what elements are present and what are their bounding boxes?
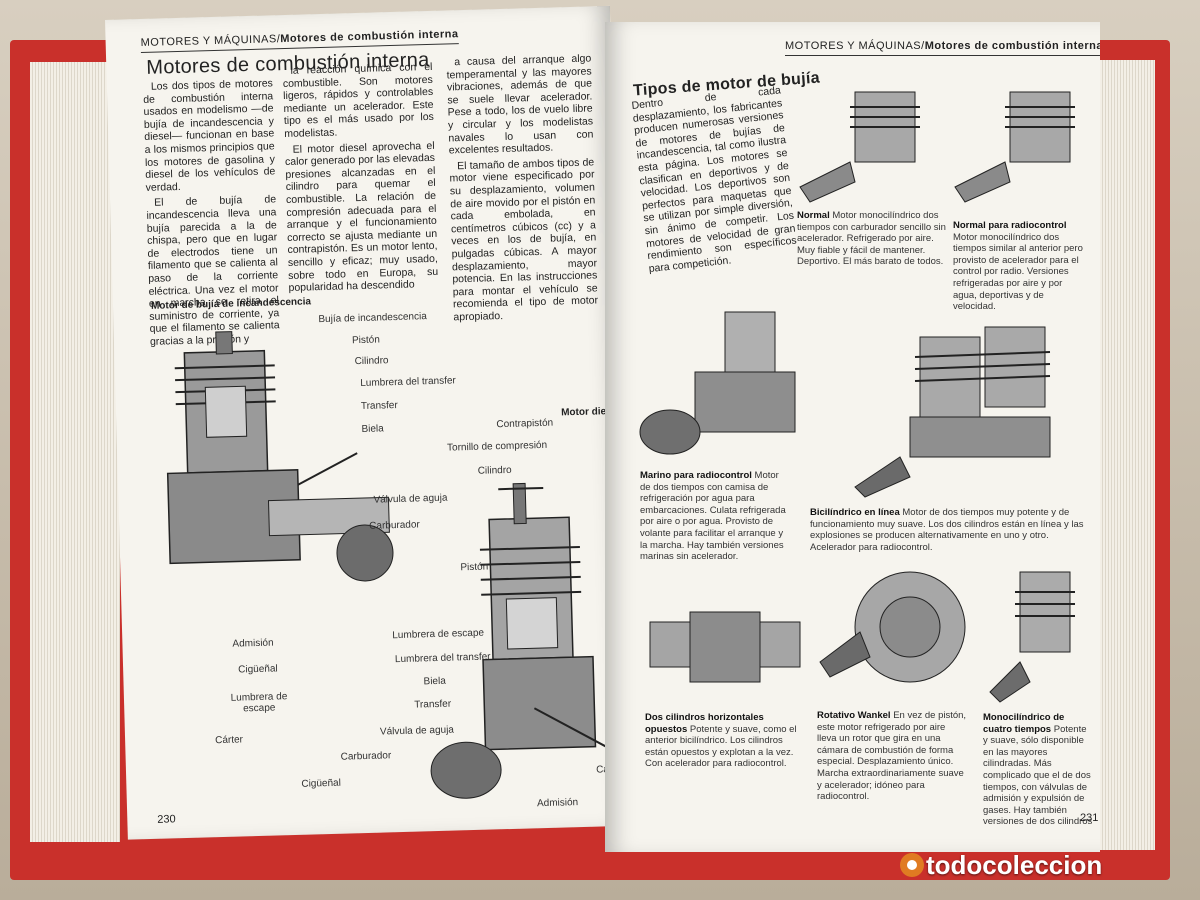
paragraph: a causa del arranque algo temperamental …: [446, 52, 594, 157]
paragraph: Los dos tipos de motores de combustión i…: [143, 77, 276, 194]
caption-title: Normal: [797, 210, 830, 221]
caption-title: Dos cilindros horizontales opuestos: [645, 712, 764, 735]
page-edges-left: [30, 62, 120, 842]
running-head-normal: MOTORES Y MÁQUINAS/: [140, 33, 281, 50]
watermark-logo-icon: [900, 853, 924, 877]
twin-inline-engine-illustration: [854, 326, 1051, 498]
label-piston: Pistón: [351, 334, 380, 347]
label-lumbrera-escape: Lumbrera de escape: [230, 691, 288, 715]
caption-four-stroke: Monocilíndrico de cuatro tiempos Potente…: [983, 712, 1093, 828]
label-piston-diesel: Pistón: [460, 561, 489, 574]
label-carburador-diesel: Carburador: [340, 750, 392, 763]
intro-text: Dentro de cada desplazamiento, los fabri…: [631, 84, 798, 275]
label-cilindro-diesel: Cilindro: [477, 464, 512, 477]
caption-title: Rotativo Wankel: [817, 710, 891, 721]
paragraph: El motor diesel aprovecha el calor gener…: [284, 139, 439, 295]
running-head-bold: Motores de combustión interna: [280, 28, 459, 46]
page-number: 231: [1080, 812, 1099, 824]
wankel-engine-illustration: [819, 571, 966, 683]
label-tornillo: Tornillo de compresión: [446, 439, 548, 454]
watermark-text: todocoleccion: [926, 850, 1103, 880]
label-biela: Biela: [361, 423, 384, 435]
normal-rc-engine-illustration: [954, 91, 1075, 203]
caption-opposed-twin: Dos cilindros horizontales opuestos Pote…: [645, 712, 805, 770]
opposed-twin-engine-illustration: [649, 611, 801, 683]
label-lumbrera-transfer: Lumbrera del transfer: [360, 375, 456, 390]
caption-normal: Normal Motor monocilíndrico dos tiempos …: [797, 210, 947, 268]
caption-text: Motor monocilíndrico dos tiempos similar…: [953, 231, 1083, 313]
label-cilindro: Cilindro: [354, 355, 389, 368]
caption-title: Monocilíndrico de cuatro tiempos: [983, 712, 1065, 735]
label-transfer: Transfer: [360, 399, 398, 413]
running-head: MOTORES Y MÁQUINAS/Motores de combustión…: [785, 40, 1100, 56]
four-stroke-engine-illustration: [989, 571, 1075, 703]
caption-marine: Marino para radiocontrol Motor de dos ti…: [640, 470, 790, 563]
caption-title: Normal para radiocontrol: [953, 220, 1067, 231]
caption-title: Bicilíndrico en línea: [810, 507, 900, 518]
label-transfer-diesel: Transfer: [414, 698, 452, 711]
glow-engine-illustration: [166, 331, 394, 582]
label-bujia: Bujía de incandescencia: [318, 311, 427, 326]
diesel-engine-illustration: [430, 482, 606, 799]
caption-text: Motor de dos tiempos muy potente y de fu…: [810, 507, 1084, 553]
caption-twin-inline: Bicilíndrico en línea Motor de dos tiemp…: [810, 507, 1090, 553]
label-biela-diesel: Biela: [423, 675, 446, 688]
caption-normal-rc: Normal para radiocontrol Motor monocilín…: [953, 220, 1083, 313]
running-head-normal: MOTORES Y MÁQUINAS/: [785, 40, 925, 52]
running-head: MOTORES Y MÁQUINAS/Motores de combustión…: [140, 28, 459, 54]
caption-text: Potente y suave, como el anterior bicilí…: [645, 723, 797, 770]
caption-text: Motor de dos tiempos con camisa de refri…: [640, 470, 786, 563]
label-admision-diesel: Admisión: [536, 797, 579, 810]
running-head-bold: Motores de combustión interna: [924, 40, 1100, 52]
caption-text: Motor monocilíndrico dos tiempos con car…: [797, 210, 946, 268]
right-page: MOTORES Y MÁQUINAS/Motores de combustión…: [605, 22, 1100, 852]
text-column-2: la reacción química con el combustible. …: [282, 60, 439, 298]
label-carburador: Carburador: [369, 519, 420, 532]
page-number: 230: [157, 813, 176, 826]
text-column-3: a causa del arranque algo temperamental …: [446, 52, 599, 326]
label-contrapiston: Contrapistón: [496, 417, 554, 431]
label-valvula-diesel: Válvula de aguja: [379, 724, 455, 738]
paragraph: la reacción química con el combustible. …: [282, 60, 435, 141]
label-admision: Admisión: [232, 637, 274, 650]
left-page: MOTORES Y MÁQUINAS/Motores de combustión…: [105, 5, 633, 840]
caption-text: En vez de pistón, este motor refrigerado…: [817, 710, 967, 803]
caption-title: Marino para radiocontrol: [640, 470, 752, 481]
paragraph: El tamaño de ambos tipos de motor viene …: [449, 156, 599, 324]
watermark: todocoleccion: [900, 850, 1102, 881]
marine-engine-illustration: [639, 311, 796, 455]
label-ciguenal-diesel: Cigüeñal: [301, 777, 342, 790]
label-carter: Cárter: [215, 734, 244, 747]
caption-text: Potente y suave, sólo disponible en las …: [983, 723, 1093, 828]
caption-wankel: Rotativo Wankel En vez de pistón, este m…: [817, 710, 967, 803]
normal-engine-illustration: [799, 91, 920, 203]
label-ciguenal: Cigüeñal: [238, 663, 278, 676]
